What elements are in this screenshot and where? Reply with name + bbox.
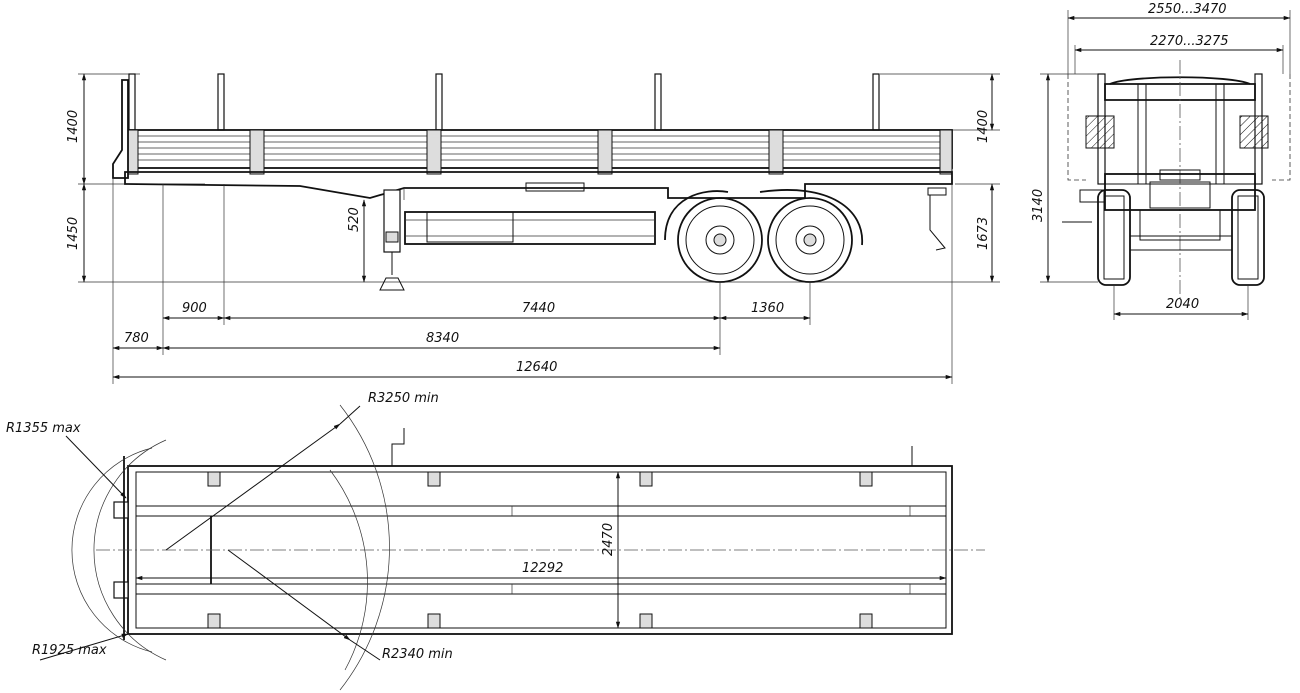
rear-view: 2550...3470 2270...3275 3140 xyxy=(1031,2,1291,320)
dim-front-overhang: 780 xyxy=(124,331,149,346)
dim-stake-height-right: 1400 xyxy=(976,110,991,143)
radius-rear-corner: R1925 max xyxy=(32,643,107,658)
dim-inner-width: 2270...3275 xyxy=(1150,34,1229,49)
side-boards xyxy=(127,129,953,175)
dim-stake-height-left: 1400 xyxy=(66,110,81,143)
dim-axle-spacing: 1360 xyxy=(751,301,784,316)
dim-deck-height: 1673 xyxy=(976,217,991,250)
dim-track-width: 2040 xyxy=(1166,297,1199,312)
side-stakes xyxy=(128,73,880,131)
dim-kingpin-to-leg: 900 xyxy=(182,301,207,316)
side-wheels xyxy=(677,197,853,283)
radius-front-corner: R1355 max xyxy=(6,421,81,436)
plan-view: R1355 max R3250 min R1925 max R2340 min … xyxy=(6,391,985,691)
dim-leg-to-axle: 7440 xyxy=(522,301,555,316)
radius-kingpin-swing: R3250 min xyxy=(368,391,439,406)
dim-platform-length: 12292 xyxy=(522,561,563,576)
dim-overall-length: 12640 xyxy=(516,360,557,375)
dim-kingpin-height: 1450 xyxy=(66,217,81,250)
dim-kingpin-to-axle: 8340 xyxy=(426,331,459,346)
radius-inner-swing: R2340 min xyxy=(382,647,453,662)
landing-gear xyxy=(379,189,405,291)
side-view: 1400 1450 520 1400 1673 900 7440 1360 78… xyxy=(66,73,1000,384)
dim-platform-width: 2470 xyxy=(601,523,616,556)
plan-stake-pockets xyxy=(207,471,873,629)
dim-overall-height: 3140 xyxy=(1031,189,1046,222)
dim-overall-width: 2550...3470 xyxy=(1148,2,1227,17)
dim-support-height: 520 xyxy=(347,207,362,232)
